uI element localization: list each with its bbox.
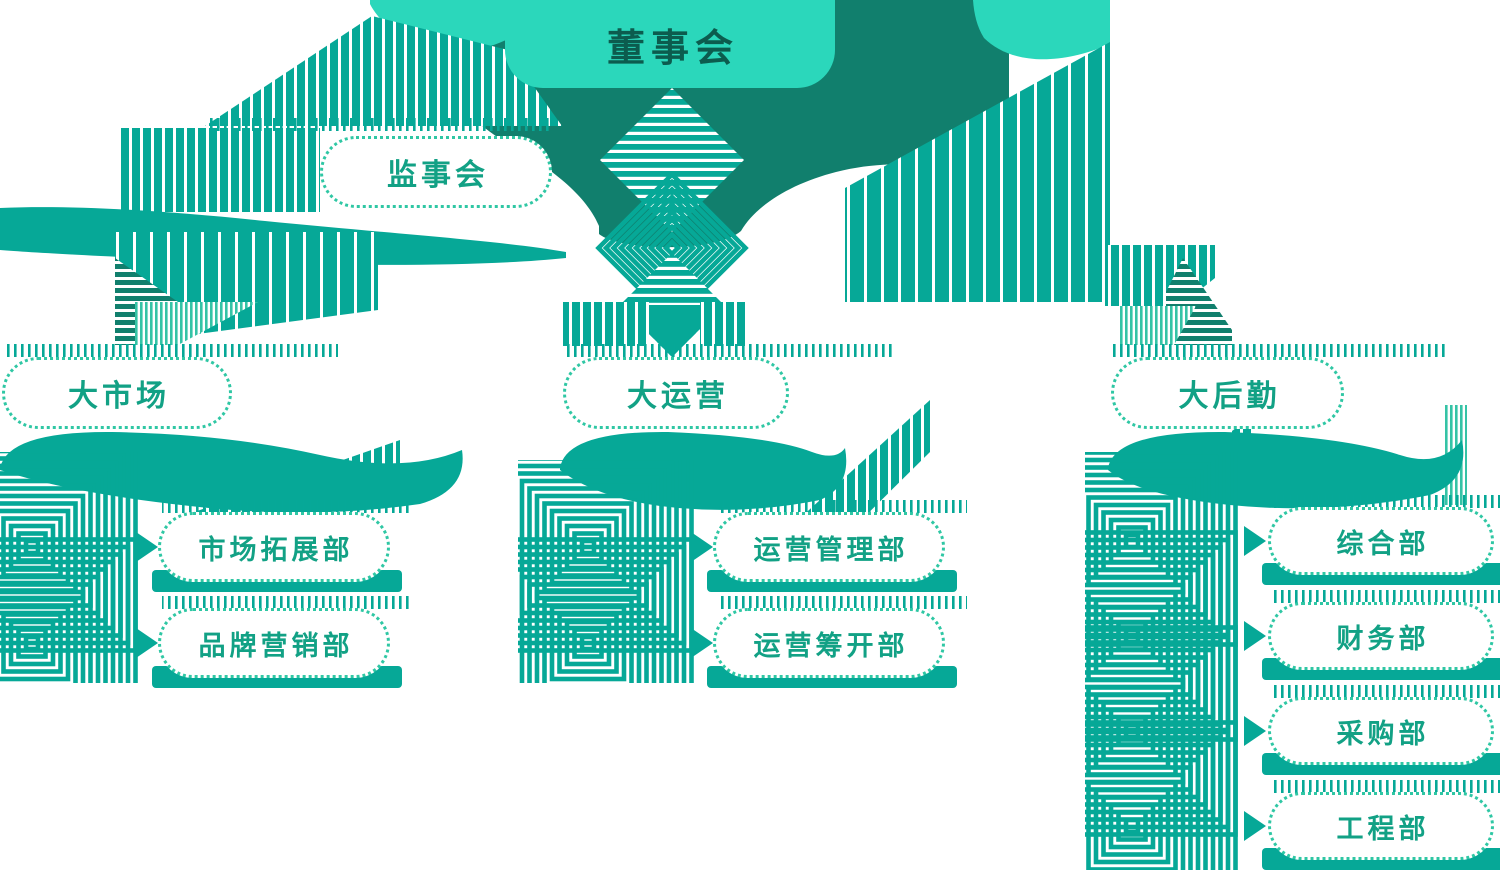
tunnel-ring	[0, 589, 86, 683]
arrow-right-icon	[1244, 526, 1266, 556]
tunnel-ring	[8, 619, 56, 667]
pill-fringe	[162, 596, 412, 609]
node-board: 董事会	[505, 0, 835, 88]
tunnel-ring	[519, 574, 657, 683]
supervisory-left-stripes	[118, 128, 320, 212]
logistics-link-fine-stripes	[1120, 306, 1196, 345]
tunnel-ring	[0, 537, 138, 683]
node-branch-operations: 大运营	[563, 357, 789, 429]
tunnel-ring	[518, 544, 687, 683]
tunnel-ring	[549, 604, 627, 682]
center-striped-diamond	[600, 88, 744, 232]
operations-right-stripes	[700, 302, 746, 346]
tunnel-ring	[0, 544, 131, 683]
node-dept-general-affairs: 综合部	[1268, 507, 1494, 575]
node-branch-logistics: 大后勤	[1111, 357, 1344, 429]
pill-fringe	[717, 500, 967, 513]
node-dept-finance: 财务部	[1268, 602, 1494, 670]
tunnel-ring	[1085, 757, 1201, 870]
pill-fringe	[1272, 495, 1500, 508]
pill-fringe	[1113, 344, 1445, 357]
pill-fringe	[1272, 780, 1500, 793]
tunnel-ring	[1085, 750, 1208, 870]
tunnel-ring	[1116, 810, 1148, 842]
tunnel-ring	[557, 612, 619, 674]
tunnel-ring	[0, 567, 108, 683]
tunnel-ring	[1085, 735, 1223, 870]
tunnel-ring	[1, 612, 63, 674]
tunnel-ring	[1093, 787, 1171, 865]
top-right-stripe-field	[845, 42, 1110, 302]
market-link-fine-stripes	[135, 302, 258, 345]
tunnel-ring	[572, 627, 604, 659]
tunnel-ring	[518, 552, 679, 683]
tunnel-ring	[1123, 817, 1141, 835]
node-dept-market-expansion: 市场拓展部	[158, 512, 390, 582]
arrow-right-icon	[136, 532, 158, 562]
pill-fringe	[208, 118, 553, 131]
tunnel-ring	[16, 627, 48, 659]
arrow-right-icon	[1244, 716, 1266, 746]
node-dept-procurement: 采购部	[1268, 697, 1494, 765]
tunnel-ring	[1085, 720, 1238, 870]
tunnel-ring	[1085, 742, 1216, 870]
node-dept-engineering: 工程部	[1268, 792, 1494, 860]
tunnel-ring	[0, 559, 116, 683]
arrow-right-icon	[136, 628, 158, 658]
operations-left-stripes	[563, 302, 649, 346]
tunnel-ring	[1085, 727, 1231, 870]
tunnel-ring	[0, 574, 101, 683]
tunnel-ring	[579, 634, 597, 652]
node-branch-market: 大市场	[2, 357, 232, 429]
pill-fringe	[717, 596, 967, 609]
node-dept-operations-management: 运营管理部	[713, 512, 945, 582]
supervisory-stripe-swoosh	[205, 16, 562, 126]
arrow-right-icon	[691, 628, 713, 658]
center-tunnel-ring	[662, 238, 682, 258]
arrow-right-icon	[691, 532, 713, 562]
node-dept-operations-preparation: 运营筹开部	[713, 608, 945, 678]
node-supervisory: 监事会	[320, 136, 552, 208]
connector-tunnel	[0, 537, 138, 683]
pill-fringe	[6, 344, 338, 357]
tunnel-ring	[1085, 772, 1186, 870]
top-right-corner	[973, 0, 1110, 60]
pill-fringe	[162, 500, 412, 513]
tunnel-ring	[518, 559, 672, 683]
tunnel-ring	[1108, 802, 1156, 850]
node-dept-brand-marketing: 品牌营销部	[158, 608, 390, 678]
arrow-right-icon	[1244, 811, 1266, 841]
top-left-corner	[370, 0, 506, 51]
tunnel-ring	[542, 597, 634, 683]
tunnel-ring	[0, 597, 78, 683]
arrow-right-icon	[1244, 621, 1266, 651]
pill-fringe	[566, 344, 896, 357]
tunnel-ring	[564, 619, 612, 667]
pill-fringe	[1272, 685, 1500, 698]
tunnel-ring	[534, 589, 642, 683]
tunnel-ring	[0, 582, 93, 683]
pill-fringe	[1272, 590, 1500, 603]
tunnel-ring	[1101, 795, 1163, 857]
tunnel-ring	[0, 552, 123, 683]
tunnel-ring	[518, 567, 664, 683]
connector-tunnel	[1085, 720, 1238, 870]
tunnel-ring	[1085, 765, 1193, 870]
tunnel-ring	[23, 634, 41, 652]
tunnel-ring	[527, 582, 649, 683]
tunnel-ring	[0, 604, 71, 682]
